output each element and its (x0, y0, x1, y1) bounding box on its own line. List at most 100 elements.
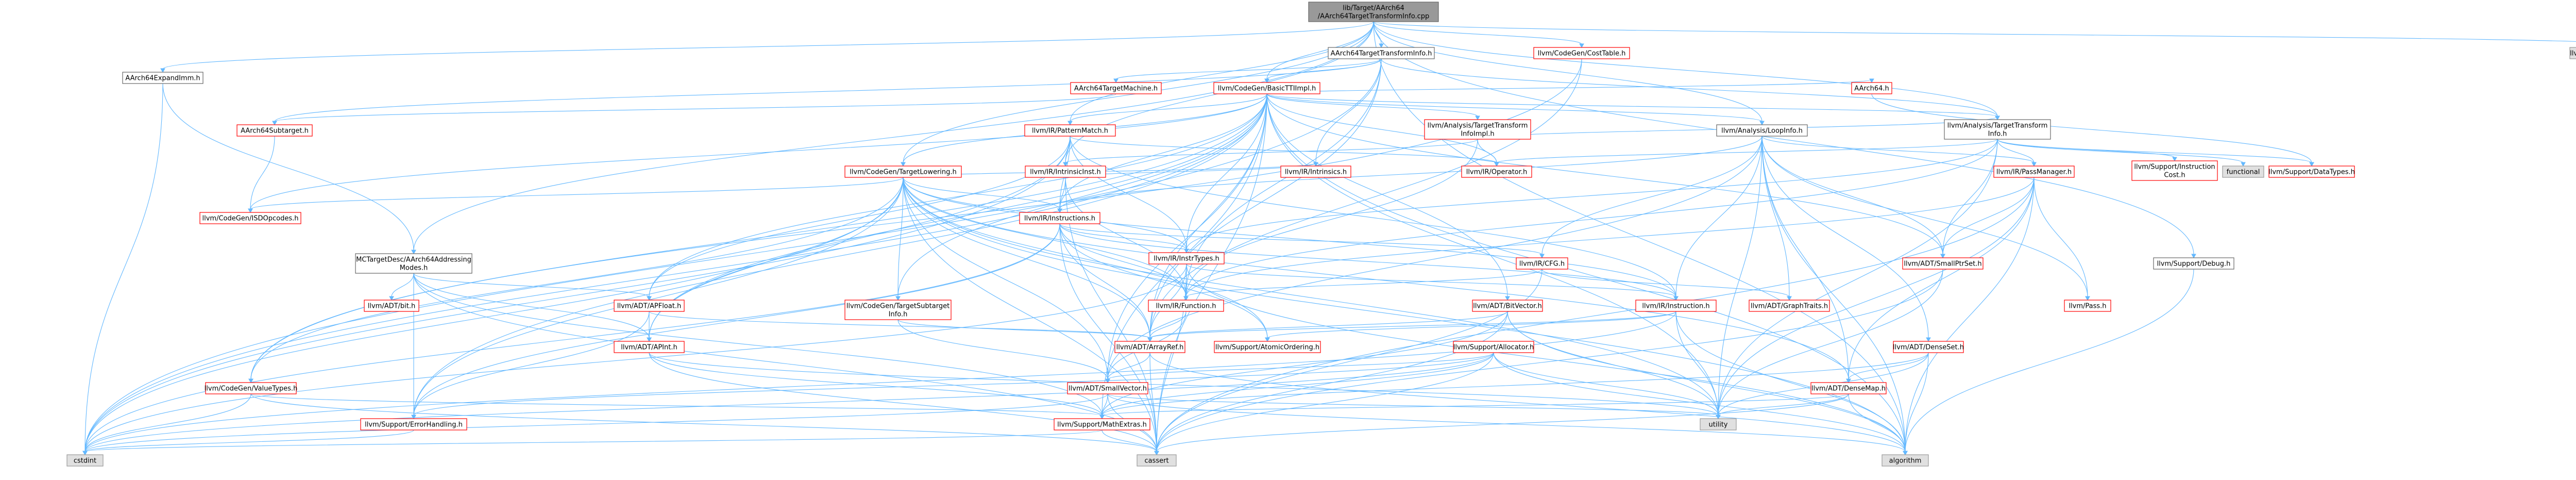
node-label: llvm/IR/IntrinsicsAArch64.h (2570, 50, 2576, 58)
node-math_extras[interactable]: llvm/Support/MathExtras.h (1054, 418, 1150, 431)
node-ir_pass[interactable]: llvm/Pass.h (2064, 300, 2111, 312)
node-arrayref[interactable]: llvm/ADT/ArrayRef.h (1114, 341, 1185, 353)
edge-analysis_tti-to-ir_operator (1496, 139, 1998, 163)
node-small_ptr_set[interactable]: llvm/ADT/SmallPtrSet.h (1902, 257, 1984, 270)
edge-target_lowering-to-value_types (250, 177, 904, 380)
edge-arrayref-to-small_vector (1107, 352, 1150, 380)
node-bitvector[interactable]: llvm/ADT/BitVector.h (1472, 300, 1543, 312)
edge-tti_h-to-target_machine (1115, 58, 1382, 80)
arrowhead-basic_tti-to-bitvector (1505, 296, 1510, 301)
node-pass_manager[interactable]: llvm/IR/PassManager.h (1993, 165, 2075, 178)
node-data_types[interactable]: llvm/Support/DataTypes.h (2268, 165, 2355, 178)
node-analysis_tti[interactable]: llvm/Analysis/TargetTransformInfo.h (1944, 119, 2051, 140)
edge-math_extras-to-cstdint (84, 429, 1103, 452)
arrowhead-denseset-to-densemap (1846, 378, 1851, 384)
node-error_handling[interactable]: llvm/Support/ErrorHandling.h (360, 418, 467, 431)
node-ir_instructions[interactable]: llvm/IR/Instructions.h (1019, 212, 1100, 224)
node-target_machine[interactable]: AArch64TargetMachine.h (1070, 82, 1162, 94)
node-support_debug[interactable]: llvm/Support/Debug.h (2153, 257, 2234, 270)
edge-ir_cfg-to-graph_traits (1541, 269, 1790, 297)
edge-mc_addressing-to-apfloat (413, 273, 650, 297)
node-label: Info.h (1988, 130, 2007, 138)
node-denseset[interactable]: llvm/ADT/DenseSet.h (1893, 341, 1964, 353)
node-pattern_match[interactable]: llvm/IR/PatternMatch.h (1024, 124, 1116, 137)
edge-basic_tti-to-pattern_match (1070, 93, 1267, 122)
node-target_lowering[interactable]: llvm/CodeGen/TargetLowering.h (844, 165, 962, 178)
node-ir_instruction[interactable]: llvm/IR/Instruction.h (1635, 300, 1717, 312)
node-box (1214, 341, 1321, 353)
node-atomic_ordering[interactable]: llvm/Support/AtomicOrdering.h (1214, 341, 1321, 353)
node-intrinsics_aarch64[interactable]: llvm/IR/IntrinsicsAArch64.h (2569, 47, 2576, 59)
node-root[interactable]: lib/Target/AArch64/AArch64TargetTransfor… (1308, 2, 1439, 22)
node-value_types[interactable]: llvm/CodeGen/ValueTypes.h (205, 382, 298, 394)
node-box (1148, 252, 1225, 264)
node-isd_opcodes[interactable]: llvm/CodeGen/ISDOpcodes.h (199, 212, 301, 224)
node-label: llvm/IR/InstrTypes.h (1154, 255, 1219, 263)
node-box (1993, 165, 2075, 178)
edge-pass_manager-to-small_ptr_set (1942, 177, 2035, 255)
node-label: llvm/ADT/GraphTraits.h (1751, 303, 1828, 310)
edge-loop_info-to-small_ptr_set (1761, 136, 1943, 255)
node-cassert[interactable]: cassert (1137, 454, 1177, 467)
edge-subtarget_info-to-small_vector (897, 319, 1108, 380)
node-ir_cfg[interactable]: llvm/IR/CFG.h (1516, 257, 1568, 270)
node-ir_intrinsics[interactable]: llvm/IR/Intrinsics.h (1280, 165, 1351, 178)
edge-root-to-loop_info (1373, 21, 1762, 122)
node-expand_imm[interactable]: AArch64ExpandImm.h (122, 72, 204, 84)
edge-allocator-to-algorithm (1493, 352, 1906, 452)
edge-target_lowering-to-error_handling (413, 177, 904, 416)
node-apfloat[interactable]: llvm/ADT/APFloat.h (614, 300, 685, 312)
node-adt_bit[interactable]: llvm/ADT/bit.h (364, 300, 419, 312)
node-box (364, 300, 419, 312)
node-utility[interactable]: utility (1700, 418, 1737, 431)
edge-analysis_tti-to-functional (1997, 139, 2244, 163)
node-densemap[interactable]: llvm/ADT/DenseMap.h (1810, 382, 1887, 394)
node-functional[interactable]: functional (2222, 165, 2264, 178)
edge-mc_addressing-to-adt_bit (391, 273, 414, 297)
node-label: lib/Target/AArch64 (1343, 5, 1404, 12)
node-tti_h[interactable]: AArch64TargetTransformInfo.h (1328, 47, 1435, 59)
edge-target_lowering-to-subtarget_info (897, 177, 904, 297)
edge-tti_h-to-subtarget (274, 58, 1382, 122)
node-label: functional (2227, 169, 2260, 176)
edge-ir_instruction-to-arrayref (1149, 311, 1676, 339)
edge-root-to-intrinsics_aarch64 (1373, 21, 2576, 42)
node-small_vector[interactable]: llvm/ADT/SmallVector.h (1067, 382, 1148, 394)
arrowhead-allocator-to-error_handling (411, 415, 416, 420)
node-cstdint[interactable]: cstdint (66, 454, 104, 467)
node-algorithm[interactable]: algorithm (1882, 454, 1929, 467)
node-aarch64_h[interactable]: AArch64.h (1851, 82, 1892, 94)
node-label: llvm/CodeGen/CostTable.h (1538, 50, 1626, 58)
arrowhead-tti_impl-to-analysis_tti (1995, 115, 2000, 121)
node-label: llvm/ADT/DenseSet.h (1893, 344, 1964, 352)
node-label: llvm/CodeGen/TargetSubtarget (846, 303, 950, 310)
edge-small_vector-to-math_extras (1101, 393, 1108, 416)
edge-pattern_match-to-ir_instruction (1070, 136, 1676, 297)
node-costtable[interactable]: llvm/CodeGen/CostTable.h (1533, 47, 1630, 59)
edge-basic_tti-to-apfloat (649, 93, 1267, 297)
edge-ir_insttypes-to-ir_instruction (1186, 263, 1676, 297)
node-intrinsic_inst[interactable]: llvm/IR/IntrinsicInst.h (1025, 165, 1106, 178)
arrowhead-math_extras-to-cassert (1154, 451, 1159, 456)
arrowhead-ir_instruction-to-atomic_ordering (1265, 337, 1270, 342)
node-label: cassert (1144, 457, 1168, 465)
node-apint[interactable]: llvm/ADT/APInt.h (614, 341, 685, 353)
node-graph_traits[interactable]: llvm/ADT/GraphTraits.h (1749, 300, 1830, 312)
arrowhead-tti_h-to-basic_tti (1264, 78, 1269, 84)
arrowhead-basic_tti-to-loop_info (1759, 121, 1765, 126)
edge-small_ptr_set-to-cassert (1156, 269, 1943, 452)
node-ir_function[interactable]: llvm/IR/Function.h (1148, 300, 1224, 312)
node-basic_tti[interactable]: llvm/CodeGen/BasicTTIImpl.h (1213, 82, 1320, 94)
node-subtarget[interactable]: AArch64Subtarget.h (236, 124, 313, 137)
node-loop_info[interactable]: llvm/Analysis/LoopInfo.h (1716, 124, 1808, 137)
node-ir_operator[interactable]: llvm/IR/Operator.h (1461, 165, 1532, 178)
node-allocator[interactable]: llvm/Support/Allocator.h (1453, 341, 1534, 353)
node-box (2222, 165, 2264, 178)
arrowhead-intrinsic_inst-to-ir_instructions (1057, 208, 1062, 213)
node-ir_insttypes[interactable]: llvm/IR/InstrTypes.h (1148, 252, 1225, 264)
